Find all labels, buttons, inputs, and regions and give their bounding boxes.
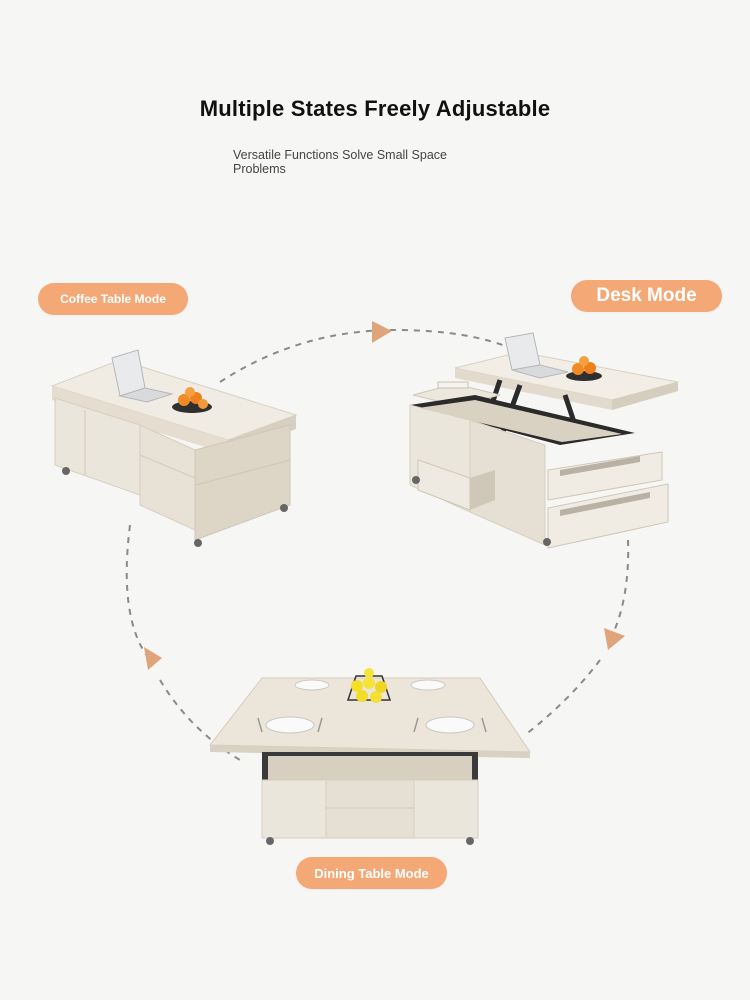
arrow-down-right-icon: [604, 628, 625, 650]
cycle-dashed-path: [125, 328, 630, 761]
arrow-right-icon: [372, 321, 392, 343]
arrow-up-left-icon: [144, 647, 162, 670]
page-title: Multiple States Freely Adjustable: [199, 96, 551, 121]
page-subtitle: Versatile Functions Solve Small Space Pr…: [233, 148, 447, 176]
coffee-table-mode-label: Coffee Table Mode: [38, 283, 188, 315]
dining-table-image: [208, 668, 531, 845]
dining-table-mode-label: Dining Table Mode: [296, 857, 447, 889]
coffee-table-image: [50, 349, 298, 547]
desk-mode-image: [409, 332, 679, 549]
desk-mode-label: Desk Mode: [571, 280, 722, 312]
